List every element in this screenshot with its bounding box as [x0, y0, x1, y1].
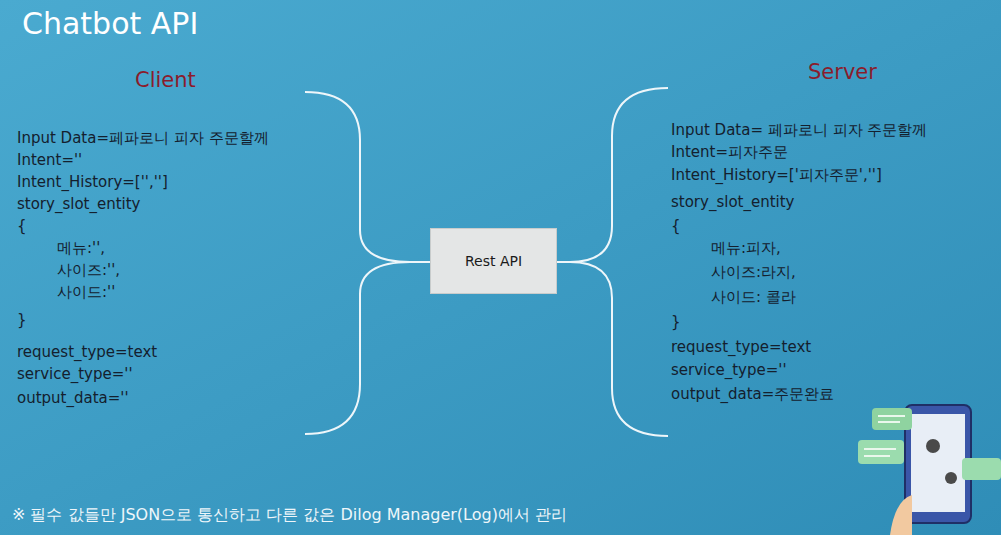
field-line: 메뉴:피자, [711, 238, 781, 258]
field-line: Input Data=페파로니 피자 주문할께 [17, 128, 269, 148]
footnote: ※ 필수 값들만 JSON으로 통신하고 다른 값은 Dilog Manager… [12, 505, 567, 525]
field-line: output_data=주문완료 [671, 384, 834, 404]
field-line: output_data='' [17, 388, 129, 408]
field-line: } [17, 310, 27, 330]
field-line: { [671, 216, 681, 236]
field-line: story_slot_entity [671, 192, 795, 212]
field-line: Intent=피자주문 [671, 142, 788, 162]
field-line: Intent='' [17, 150, 82, 170]
brace-line [557, 261, 570, 263]
server-brace [570, 88, 668, 436]
field-line: 메뉴:'', [57, 238, 105, 258]
field-line: } [671, 312, 681, 332]
field-line: 사이드: 콜라 [711, 287, 796, 307]
side-heading: Client [135, 67, 196, 93]
field-line: Intent_History=['피자주문',''] [671, 165, 882, 185]
field-line: { [17, 216, 27, 236]
field-line: 사이즈:'', [57, 260, 120, 280]
slide-title: Chatbot API [22, 6, 198, 42]
phone-illustration [858, 405, 1001, 535]
field-line: story_slot_entity [17, 194, 141, 214]
side-heading: Server [808, 59, 877, 85]
field-line: 사이드:'' [57, 282, 115, 302]
field-line: request_type=text [17, 342, 157, 362]
api-box: Rest API [430, 228, 557, 294]
field-line: 사이즈:라지, [711, 262, 796, 282]
field-line: service_type='' [17, 364, 133, 384]
field-line: service_type='' [671, 360, 787, 380]
field-line: Input Data= 페파로니 피자 주문할께 [671, 120, 927, 140]
box-label: Rest API [465, 253, 522, 269]
brace-line [410, 261, 430, 263]
field-line: Intent_History=['',''] [17, 172, 168, 192]
field-line: request_type=text [671, 337, 811, 357]
client-brace [305, 92, 410, 434]
